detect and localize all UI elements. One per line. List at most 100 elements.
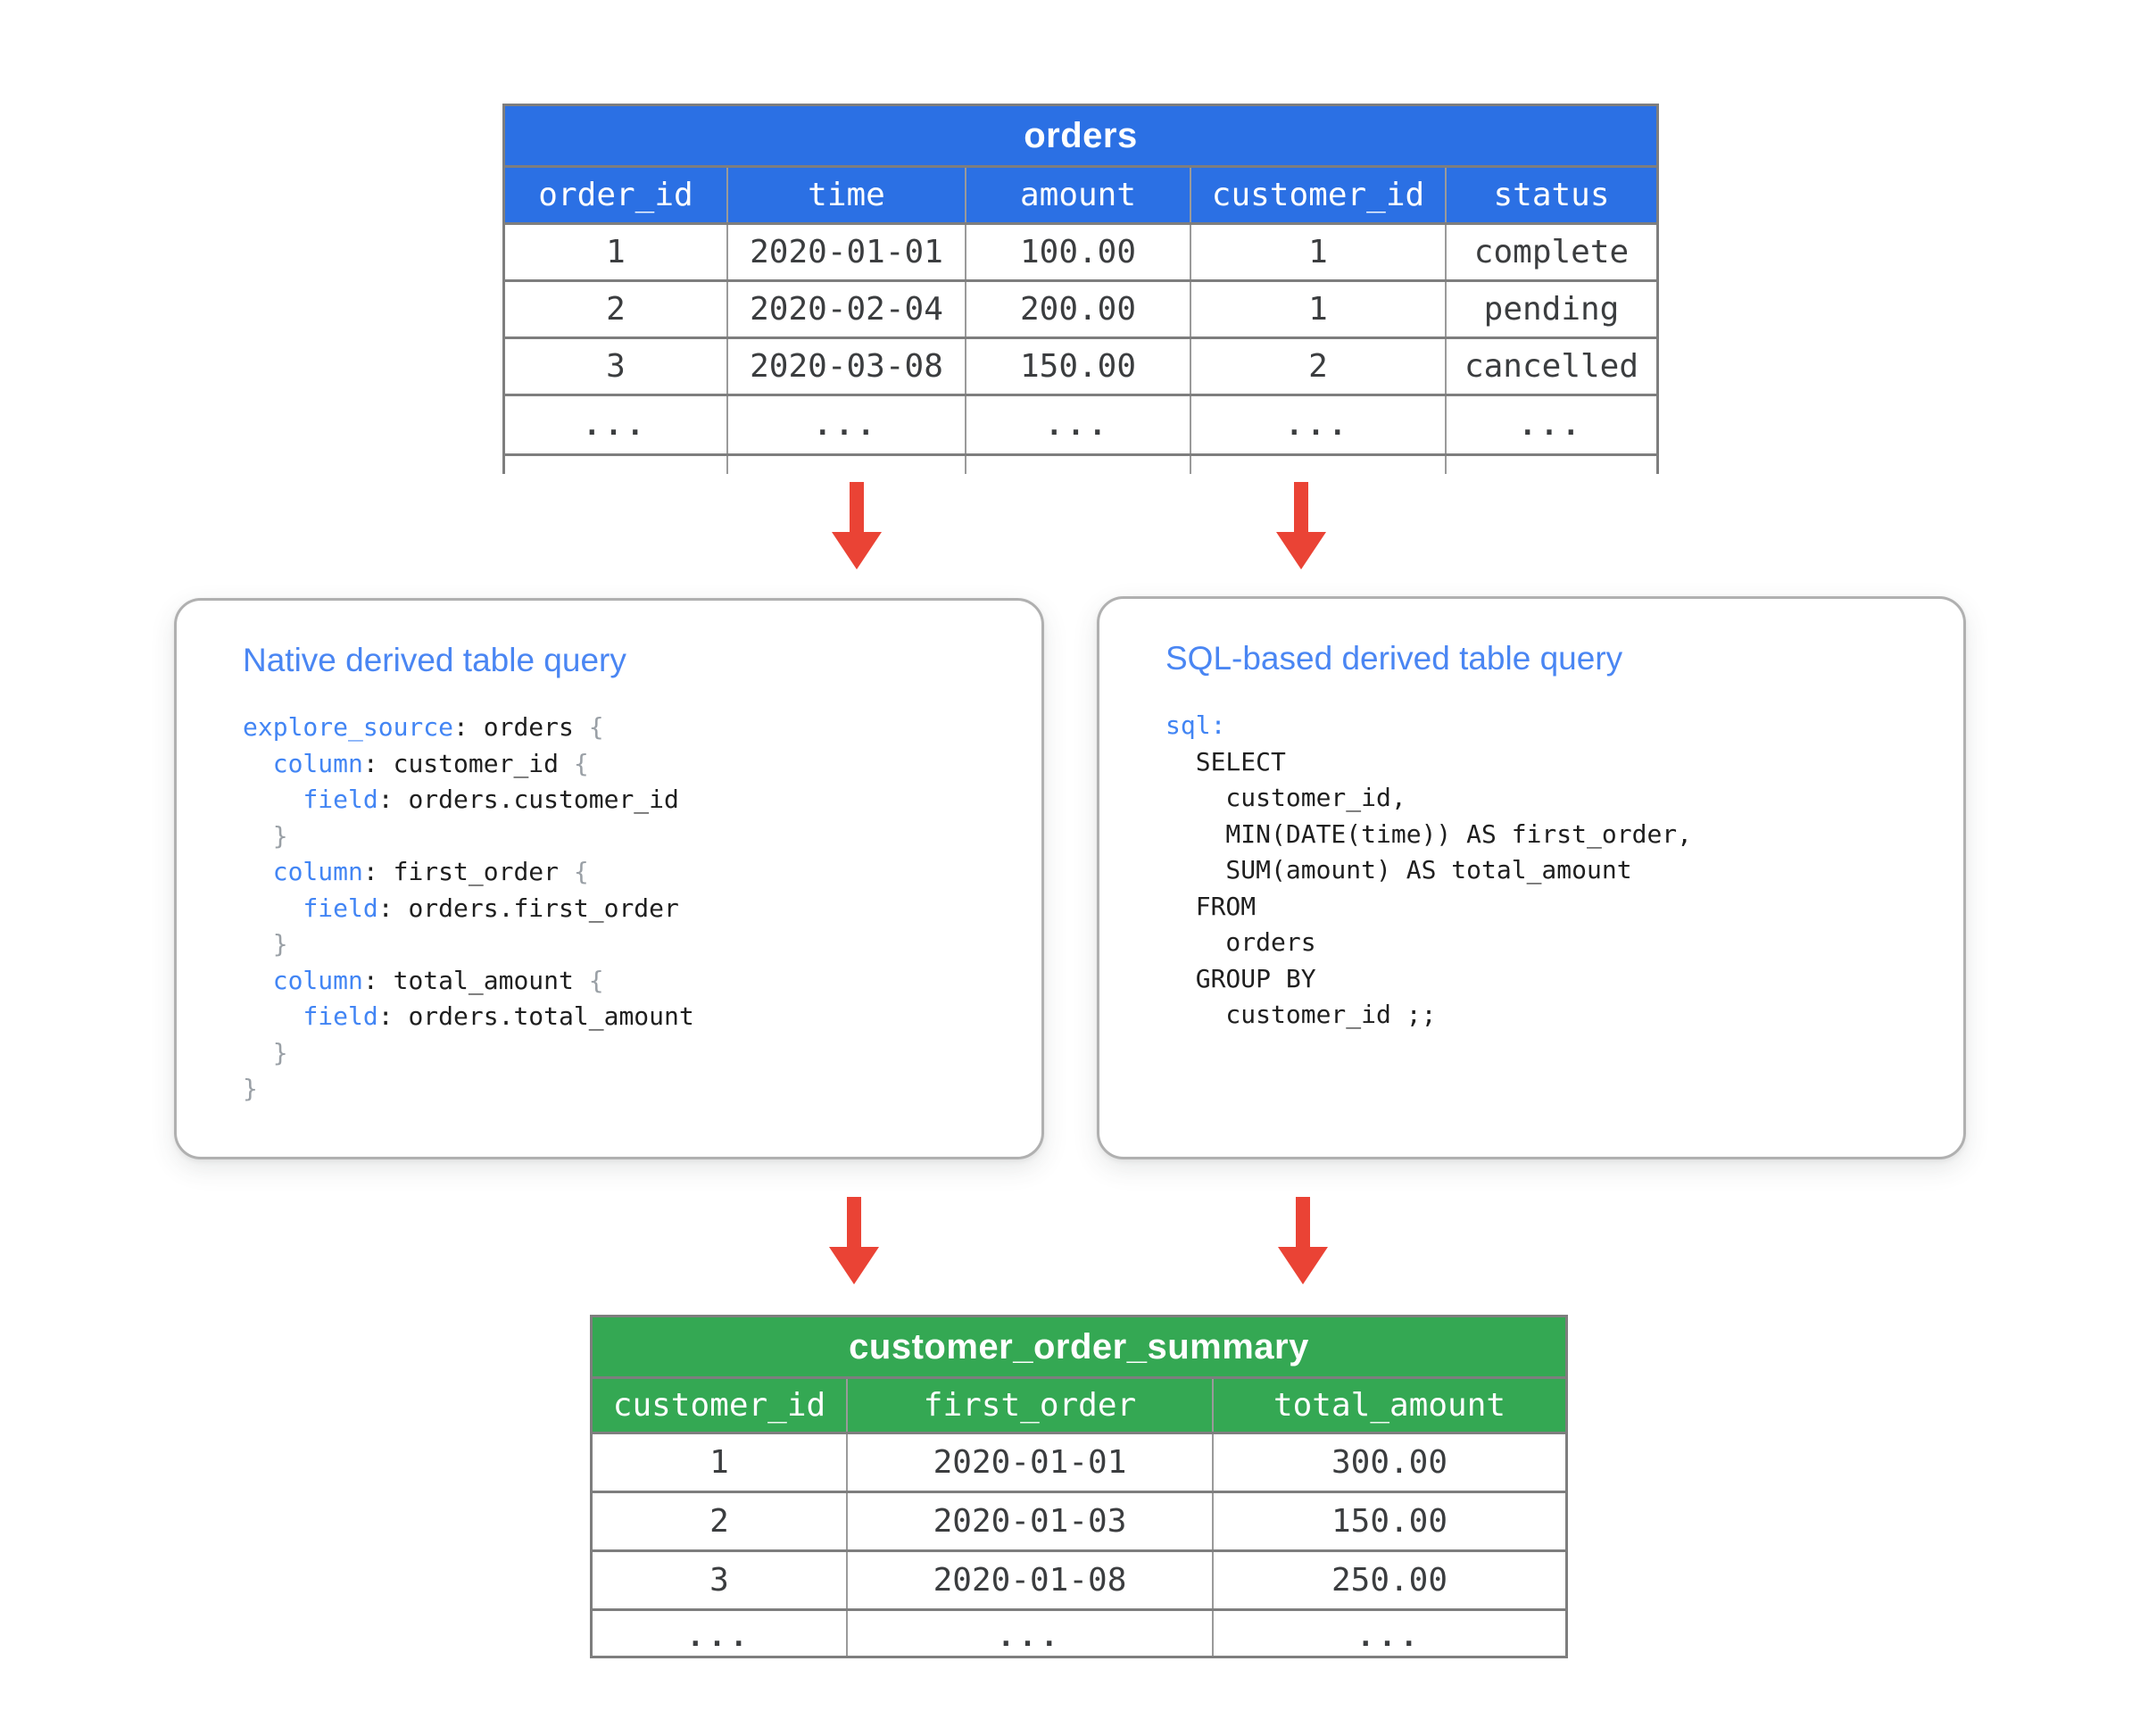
header-cell: time xyxy=(726,168,965,222)
table-cell: 150.00 xyxy=(965,339,1190,394)
code-text: : orders xyxy=(453,712,589,742)
code-line: customer_id ;; xyxy=(1165,997,1937,1034)
code-brace: { xyxy=(588,965,604,995)
code-keyword: sql: xyxy=(1165,710,1226,740)
table-row xyxy=(505,453,1656,474)
code-text: : total_amount xyxy=(362,965,589,995)
table-cell: 2020-03-08 xyxy=(726,339,965,394)
code-line: column: total_amount { xyxy=(243,963,1015,1000)
code-brace: } xyxy=(272,820,288,851)
table-cell: 2020-01-08 xyxy=(846,1552,1212,1608)
code-line: column: customer_id { xyxy=(243,746,1015,783)
table-cell: pending xyxy=(1445,282,1656,336)
table-cell: 1 xyxy=(1190,225,1445,279)
code-text: orders xyxy=(1165,927,1316,957)
table-cell: ... xyxy=(1190,396,1445,453)
table-cell xyxy=(1190,456,1445,474)
table-cell: ... xyxy=(686,1619,752,1653)
code-line: } xyxy=(243,1035,1015,1072)
code-brace: } xyxy=(243,1074,258,1103)
table-cell xyxy=(1445,456,1656,474)
down-arrow-orders-to-native xyxy=(832,482,882,569)
code-line: orders xyxy=(1165,925,1937,961)
code-line: sql: xyxy=(1165,708,1937,744)
table-cell: 2020-01-01 xyxy=(726,225,965,279)
code-text: : first_order xyxy=(362,857,574,886)
table-cell: 300.00 xyxy=(1212,1434,1565,1491)
sql-derived-table-query-box: SQL-based derived table query sql: SELEC… xyxy=(1097,596,1966,1159)
table-cell xyxy=(726,456,965,474)
code-text: : orders.customer_id xyxy=(377,785,679,814)
code-text xyxy=(243,749,273,778)
code-line: field: orders.customer_id xyxy=(243,782,1015,818)
arrow-head xyxy=(829,1247,879,1284)
table-cell: ... xyxy=(726,396,965,453)
code-brace: } xyxy=(272,1037,288,1067)
table-cell: complete xyxy=(1445,225,1656,279)
table-cell: 2020-01-01 xyxy=(846,1434,1212,1491)
code-text: : orders.first_order xyxy=(377,893,679,923)
code-text xyxy=(243,893,303,923)
code-text: SELECT xyxy=(1165,746,1286,777)
code-text xyxy=(243,929,273,959)
code-text: SUM(amount) AS total_amount xyxy=(1165,855,1632,885)
code-text: MIN(DATE(time)) AS first_order, xyxy=(1165,818,1693,849)
table-cell: ... xyxy=(583,408,649,442)
arrow-shaft xyxy=(1294,482,1308,532)
table-cell: 2020-02-04 xyxy=(726,282,965,336)
native-derived-table-query-box: Native derived table query explore_sourc… xyxy=(174,598,1044,1159)
code-line: } xyxy=(243,818,1015,855)
down-arrow-native-to-summary xyxy=(829,1197,879,1284)
code-keyword: field xyxy=(303,1001,378,1031)
code-brace: } xyxy=(272,929,288,959)
code-line: FROM xyxy=(1165,889,1937,926)
code-line: } xyxy=(243,1071,1015,1108)
table-row: ............... xyxy=(505,394,1656,453)
table-cell: ... xyxy=(846,1611,1212,1656)
table-cell xyxy=(505,456,726,474)
header-cell: customer_id xyxy=(612,1387,826,1424)
code-keyword: field xyxy=(303,893,378,923)
table-cell: 1 xyxy=(606,234,626,270)
table-cell xyxy=(965,456,1190,474)
header-cell: order_id xyxy=(538,177,693,213)
table-cell: 3 xyxy=(606,348,626,385)
code-keyword: explore_source xyxy=(243,712,454,742)
table-cell: 1 xyxy=(1190,282,1445,336)
table-cell: 250.00 xyxy=(1212,1552,1565,1608)
arrow-shaft xyxy=(1296,1197,1310,1247)
arrow-shaft xyxy=(847,1197,861,1247)
code-text xyxy=(243,857,273,886)
code-line: SELECT xyxy=(1165,744,1937,781)
table-cell: 2 xyxy=(606,291,626,328)
native-box-title: Native derived table query xyxy=(243,642,626,678)
code-text xyxy=(243,1001,303,1031)
code-text xyxy=(243,1038,273,1067)
table-cell: 150.00 xyxy=(1212,1493,1565,1549)
header-cell: status xyxy=(1445,168,1656,222)
header-cell: first_order xyxy=(846,1379,1212,1432)
code-keyword: field xyxy=(303,785,378,814)
code-line: MIN(DATE(time)) AS first_order, xyxy=(1165,817,1937,853)
table-row: ......... xyxy=(593,1608,1565,1656)
code-line: field: orders.first_order xyxy=(243,891,1015,927)
code-brace: { xyxy=(573,857,589,886)
header-cell: total_amount xyxy=(1212,1379,1565,1432)
code-keyword: column xyxy=(272,965,363,995)
table-cell: 3 xyxy=(709,1562,729,1599)
code-text xyxy=(243,821,273,851)
code-line: } xyxy=(243,926,1015,963)
code-brace: { xyxy=(573,748,589,778)
down-arrow-sql-to-summary xyxy=(1278,1197,1328,1284)
code-line: explore_source: orders { xyxy=(243,710,1015,746)
code-text: FROM xyxy=(1165,891,1257,921)
